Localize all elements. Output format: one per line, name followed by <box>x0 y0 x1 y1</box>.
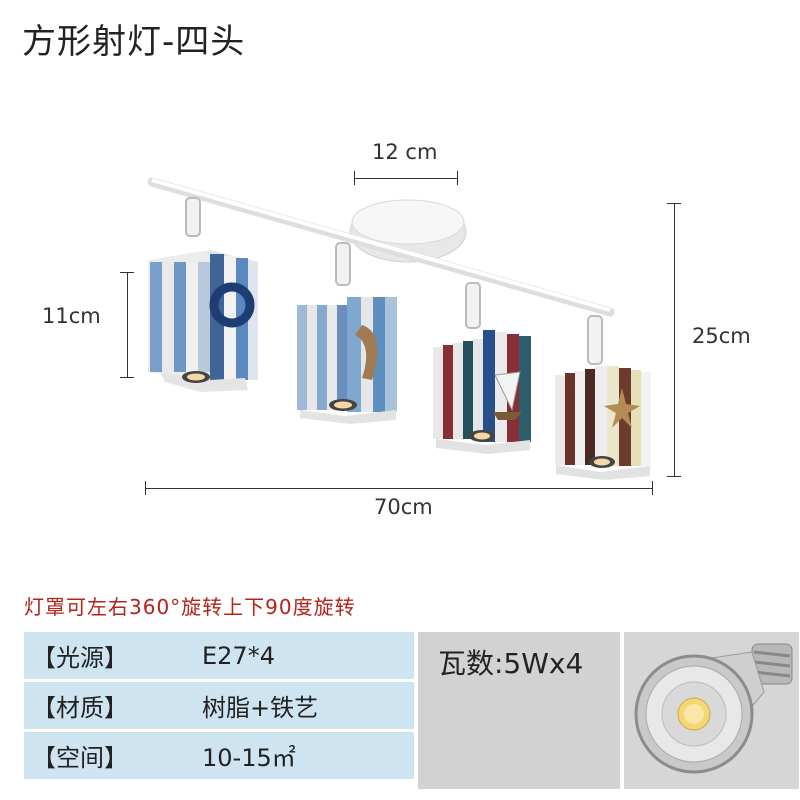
dim-total-length-line <box>145 488 653 489</box>
dim-head-height-line <box>127 272 128 378</box>
lamp-head-1 <box>148 250 258 392</box>
spec-value: 树脂+铁艺 <box>202 694 319 722</box>
dim-total-length-label: 70cm <box>374 495 433 519</box>
spec-row-space: 【空间】 10-15㎡ <box>24 732 414 779</box>
dim-tick <box>667 476 681 477</box>
dim-total-height-line <box>674 203 675 477</box>
bulb-image-panel <box>624 632 799 789</box>
rotation-note: 灯罩可左右360°旋转上下90度旋转 <box>24 595 356 619</box>
wattage-text: 瓦数:5Wx4 <box>438 647 584 680</box>
dim-base-width-label: 12 cm <box>372 140 438 164</box>
dim-tick <box>652 481 653 495</box>
spec-label: 【材质】 <box>32 694 128 722</box>
lamp-head-2 <box>297 297 397 424</box>
dim-base-width-line <box>354 178 458 179</box>
lamp-head-4 <box>555 366 651 480</box>
led-bulb-image <box>634 643 793 774</box>
product-title: 方形射灯-四头 <box>22 22 246 62</box>
dim-tick <box>667 203 681 204</box>
dim-head-height-label: 11cm <box>42 304 101 328</box>
dim-total-height-label: 25cm <box>692 324 751 348</box>
dim-tick <box>457 171 458 185</box>
spec-label: 【光源】 <box>32 644 128 672</box>
spec-value: E27*4 <box>202 641 275 670</box>
spec-row-material: 【材质】 树脂+铁艺 <box>24 682 414 729</box>
dim-tick <box>354 171 355 185</box>
product-illustration <box>147 177 651 480</box>
spec-label: 【空间】 <box>32 744 128 772</box>
spec-value: 10-15㎡ <box>202 744 296 772</box>
spec-row-light-source: 【光源】 E27*4 <box>24 632 414 679</box>
dim-tick <box>120 272 134 273</box>
lamp-head-3 <box>433 330 531 454</box>
wattage-panel: 瓦数:5Wx4 <box>418 632 620 789</box>
dim-tick <box>145 481 146 495</box>
dim-tick <box>120 377 134 378</box>
